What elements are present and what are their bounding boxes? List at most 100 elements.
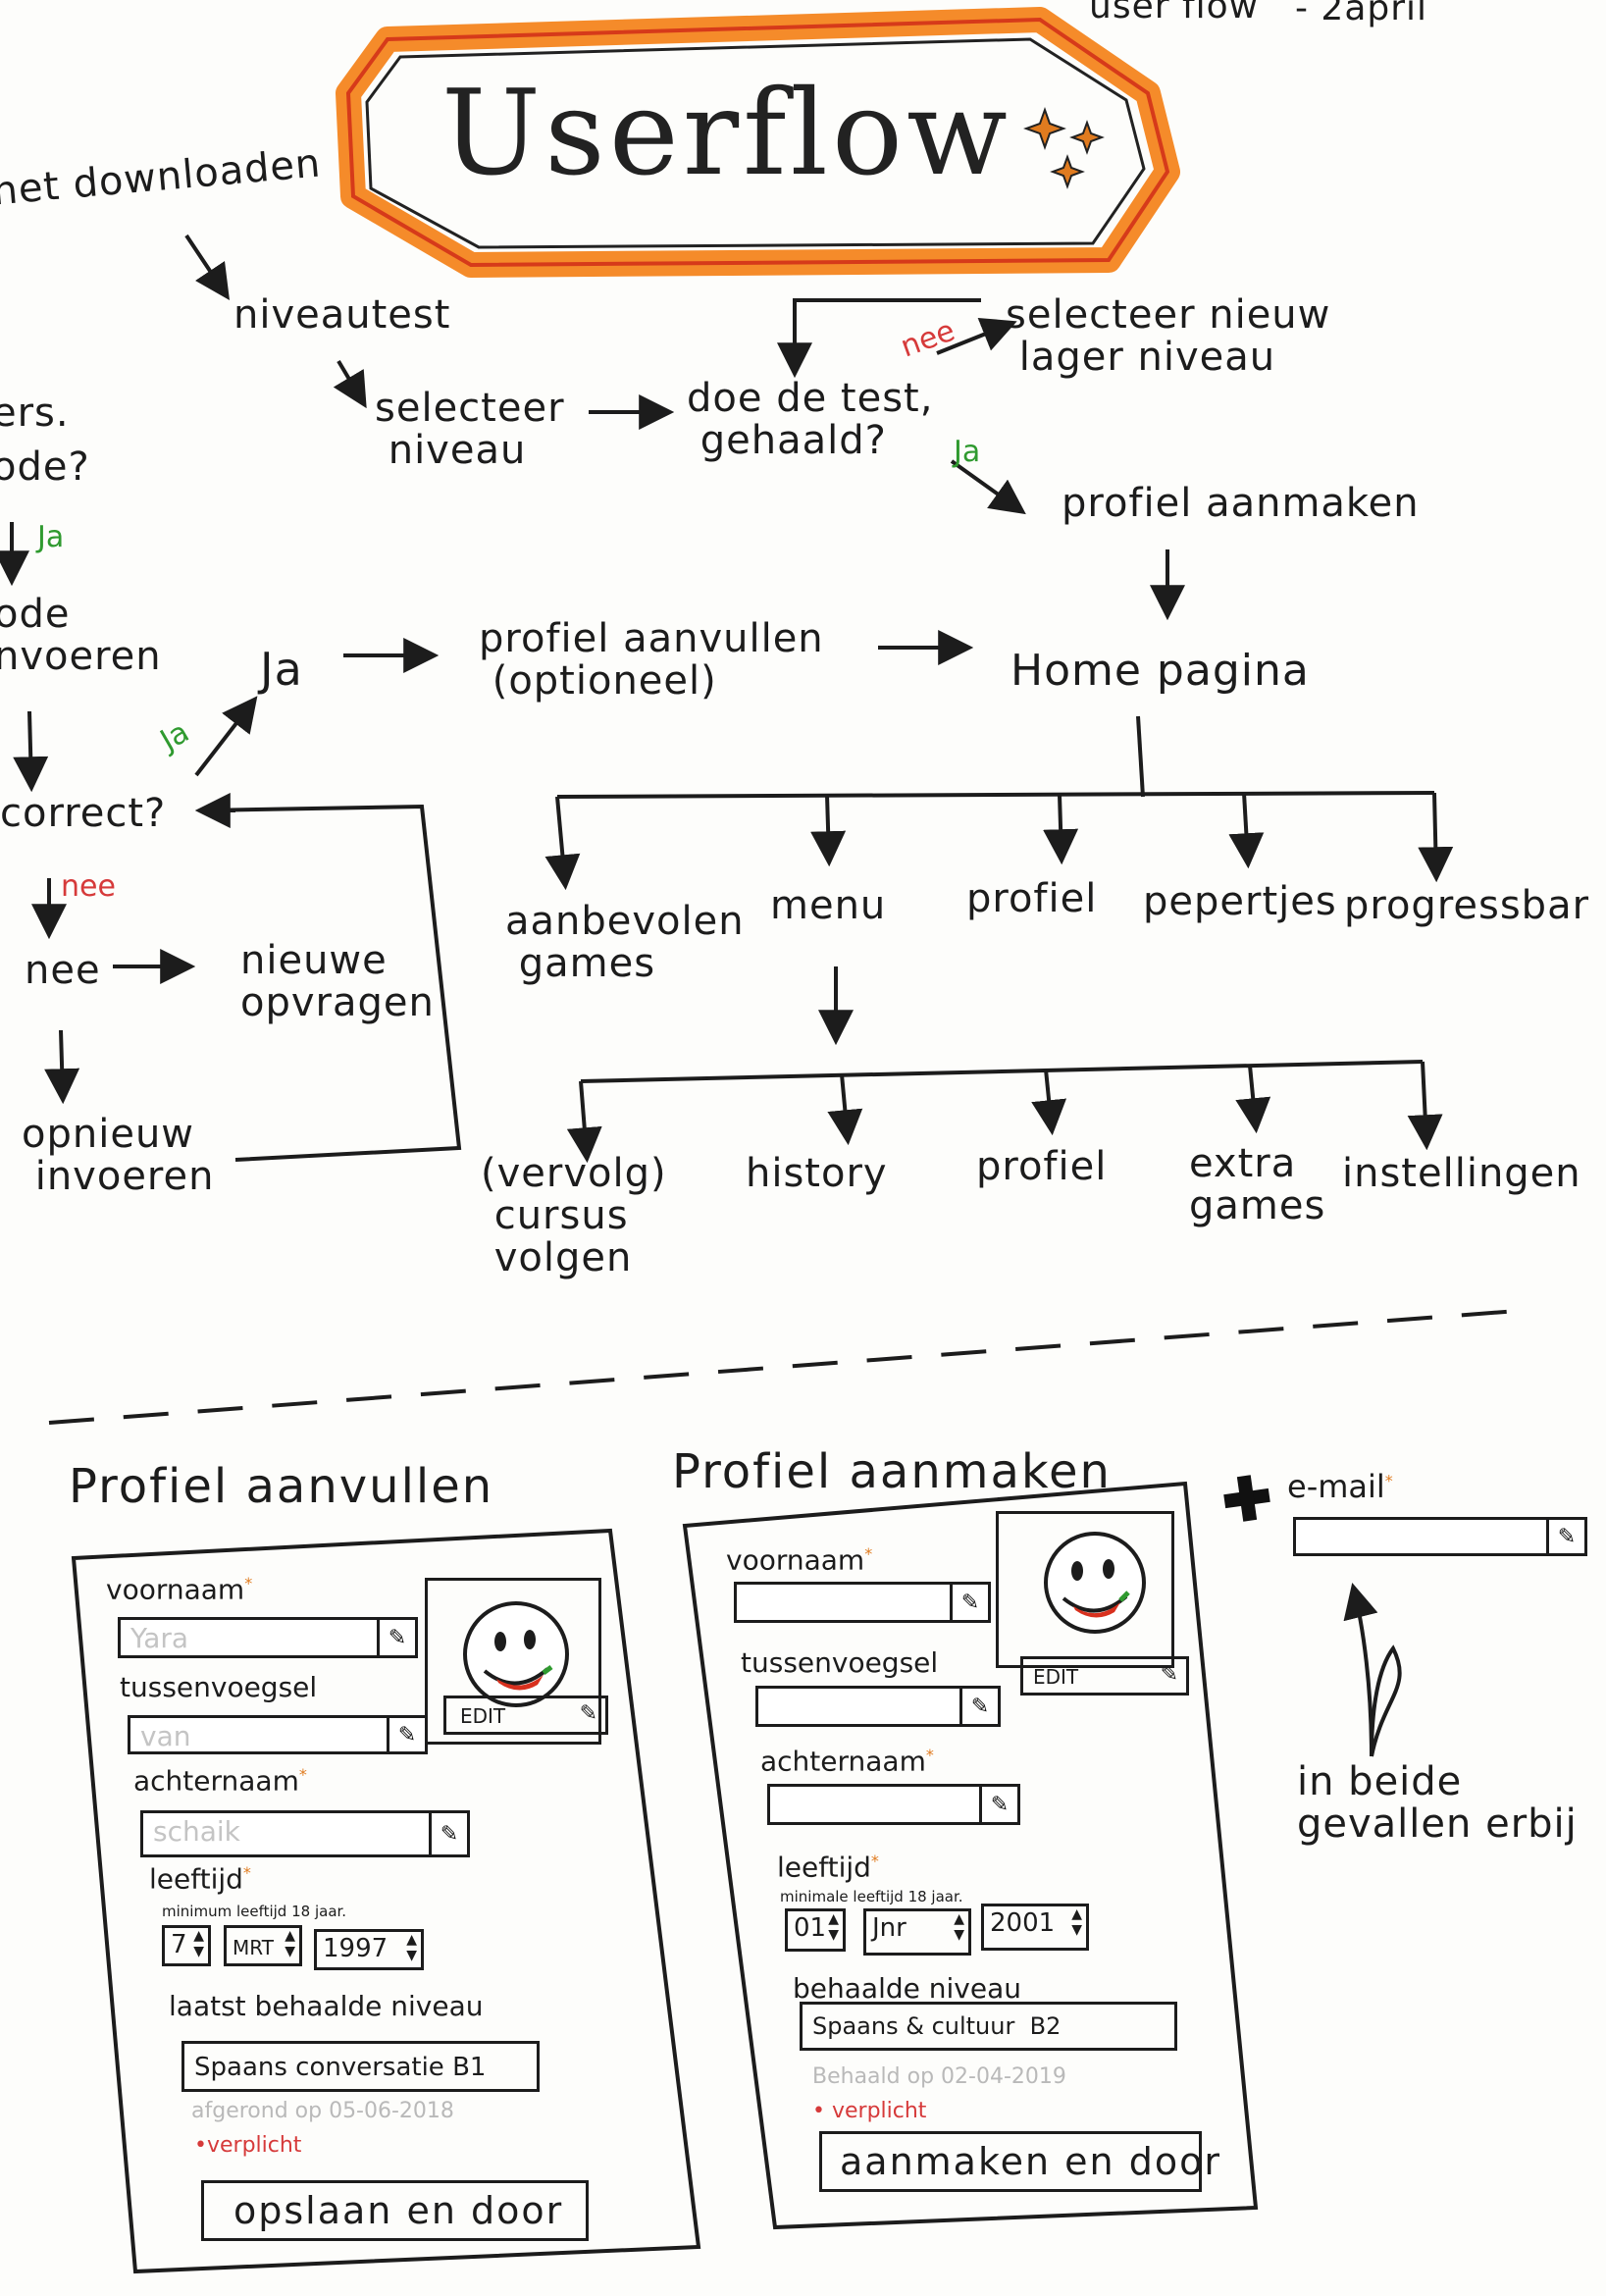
label-nee-correct: nee — [61, 869, 116, 904]
node-left-ode: ode? — [0, 444, 90, 490]
left-achter-field[interactable]: schaik ✎ — [140, 1810, 470, 1857]
right-tussen-label: tussenvoegsel — [741, 1646, 939, 1679]
home-child-pepertjes: pepertjes — [1143, 879, 1337, 924]
node-code-invoeren: ode nvoeren — [0, 592, 162, 680]
node-selecteer-nieuw: selecteer nieuw lager niveau — [1006, 292, 1331, 381]
left-leeftijd-label: leeftijd* — [149, 1862, 251, 1896]
node-correct: correct? — [0, 791, 167, 836]
right-year-stepper[interactable]: 2001 ▲▼ — [981, 1904, 1089, 1951]
stepper-arrows-icon[interactable]: ▲▼ — [1071, 1906, 1082, 1938]
create-button-label: aanmaken en door — [840, 2140, 1221, 2183]
label-ja-test: Ja — [954, 435, 981, 469]
left-tussen-value: van — [140, 1720, 191, 1752]
left-achter-label: achternaam* — [133, 1764, 307, 1798]
right-achter-label: achternaam* — [760, 1745, 934, 1778]
node-niveautest: niveautest — [233, 292, 451, 338]
left-day-stepper[interactable]: 7 ▲▼ — [162, 1925, 211, 1966]
save-button-label: opslaan en door — [233, 2189, 564, 2232]
left-achter-value: schaik — [153, 1815, 240, 1848]
left-voornaam-value: Yara — [130, 1622, 189, 1654]
right-behaald: Behaald op 02-04-2019 — [812, 2064, 1066, 2089]
smiley-chili-icon — [463, 1601, 569, 1707]
topnote: user flow — [1089, 0, 1260, 26]
left-tussen-field[interactable]: van ✎ — [128, 1715, 428, 1754]
plus-icon — [1223, 1475, 1270, 1522]
right-avatar-box — [996, 1511, 1174, 1668]
left-niveau-field[interactable]: Spaans conversatie B1 — [181, 2041, 540, 2092]
right-leeftijd-label: leeftijd* — [777, 1851, 879, 1884]
left-tussen-label: tussenvoegsel — [120, 1671, 318, 1703]
left-day-value: 7 — [171, 1930, 187, 1959]
page-title: Userflow — [441, 66, 1011, 202]
form-left-frame — [71, 1528, 701, 2274]
node-doe-de-test: doe de test, gehaald? — [687, 376, 934, 464]
pen-icon[interactable]: ✎ — [979, 1787, 1017, 1822]
left-edit-label: EDIT — [460, 1704, 506, 1728]
right-tussen-field[interactable]: ✎ — [755, 1686, 1001, 1727]
node-opnieuw-invoeren: opnieuw invoeren — [22, 1112, 215, 1200]
home-child-progressbar: progressbar — [1344, 883, 1590, 928]
left-voornaam-label: voornaam* — [106, 1573, 253, 1606]
stepper-arrows-icon[interactable]: ▲▼ — [193, 1928, 204, 1959]
pen-icon[interactable]: ✎ — [377, 1620, 415, 1655]
left-avatar-box — [425, 1578, 601, 1745]
right-min-age: minimale leeftijd 18 jaar. — [780, 1888, 963, 1905]
email-field[interactable]: ✎ — [1293, 1517, 1587, 1556]
left-niveau-label: laatst behaalde niveau — [169, 1990, 484, 2022]
pen-icon[interactable]: ✎ — [429, 1813, 467, 1854]
pen-icon[interactable]: ✎ — [959, 1689, 998, 1724]
stepper-arrows-icon[interactable]: ▲▼ — [406, 1932, 417, 1963]
right-achter-field[interactable]: ✎ — [767, 1784, 1020, 1825]
right-month-stepper[interactable]: Jnr ▲▼ — [863, 1908, 971, 1956]
node-left-ers: ers. — [0, 391, 70, 436]
node-nieuwe-opvragen: nieuwe opvragen — [240, 938, 435, 1026]
left-voornaam-field[interactable]: Yara ✎ — [118, 1617, 418, 1658]
left-niveau-value: Spaans conversatie B1 — [194, 2053, 487, 2082]
form-right-title: Profiel aanmaken — [672, 1444, 1112, 1499]
left-afgerond: afgerond op 05-06-2018 — [191, 2099, 454, 2123]
title-frame — [336, 7, 1180, 278]
home-child-profiel: profiel — [966, 876, 1098, 921]
right-niveau-label: behaalde niveau — [793, 1972, 1021, 2005]
right-edit-label: EDIT — [1033, 1665, 1079, 1689]
right-niveau-field[interactable]: Spaans & cultuur B2 — [800, 2002, 1177, 2051]
home-child-aanbevolen: aanbevolen games — [505, 899, 745, 987]
stepper-arrows-icon[interactable]: ▲▼ — [828, 1911, 839, 1943]
node-home: Home pagina — [1010, 646, 1310, 696]
right-year-value: 2001 — [990, 1908, 1056, 1938]
left-min-age: minimum leeftijd 18 jaar. — [162, 1903, 347, 1920]
right-voornaam-field[interactable]: ✎ — [734, 1582, 991, 1623]
menu-child-instellingen: instellingen — [1342, 1151, 1581, 1196]
right-month-value: Jnr — [872, 1913, 907, 1943]
node-nee: nee — [25, 948, 101, 993]
date: - 2april — [1295, 0, 1428, 28]
pen-icon[interactable]: ✎ — [387, 1718, 425, 1751]
node-profiel-aanmaken: profiel aanmaken — [1062, 481, 1420, 526]
menu-child-profiel: profiel — [976, 1144, 1108, 1189]
left-month-value: MRT — [233, 1936, 274, 1959]
pen-icon[interactable]: ✎ — [1546, 1520, 1584, 1553]
create-button[interactable]: aanmaken en door — [819, 2131, 1219, 2192]
left-edit-button[interactable]: EDIT ✎ — [443, 1696, 608, 1735]
stepper-arrows-icon[interactable]: ▲▼ — [954, 1911, 964, 1943]
stepper-arrows-icon[interactable]: ▲▼ — [285, 1928, 295, 1959]
right-day-value: 01 — [794, 1913, 827, 1943]
menu-child-history: history — [746, 1151, 888, 1196]
right-day-stepper[interactable]: 01 ▲▼ — [785, 1908, 846, 1952]
menu-child-cursus: (vervolg) cursus volgen — [481, 1151, 667, 1281]
node-ja: Ja — [260, 643, 303, 696]
menu-child-extra-games: extra games — [1189, 1141, 1326, 1229]
left-month-stepper[interactable]: MRT ▲▼ — [224, 1925, 302, 1966]
left-year-stepper[interactable]: 1997 ▲▼ — [314, 1929, 424, 1970]
right-voornaam-label: voornaam* — [726, 1543, 873, 1577]
label-ja-left: Ja — [37, 520, 65, 554]
pen-icon[interactable]: ✎ — [950, 1585, 988, 1620]
node-selecteer-niveau: selecteer niveau — [375, 386, 565, 474]
pen-icon: ✎ — [579, 1701, 597, 1726]
right-edit-button[interactable]: EDIT ✎ — [1020, 1656, 1189, 1696]
node-profiel-aanvullen: profiel aanvullen (optioneel) — [479, 616, 824, 704]
email-note: in beide gevallen erbij — [1297, 1759, 1578, 1848]
save-button[interactable]: opslaan en door — [201, 2180, 589, 2241]
home-child-menu: menu — [770, 883, 887, 928]
